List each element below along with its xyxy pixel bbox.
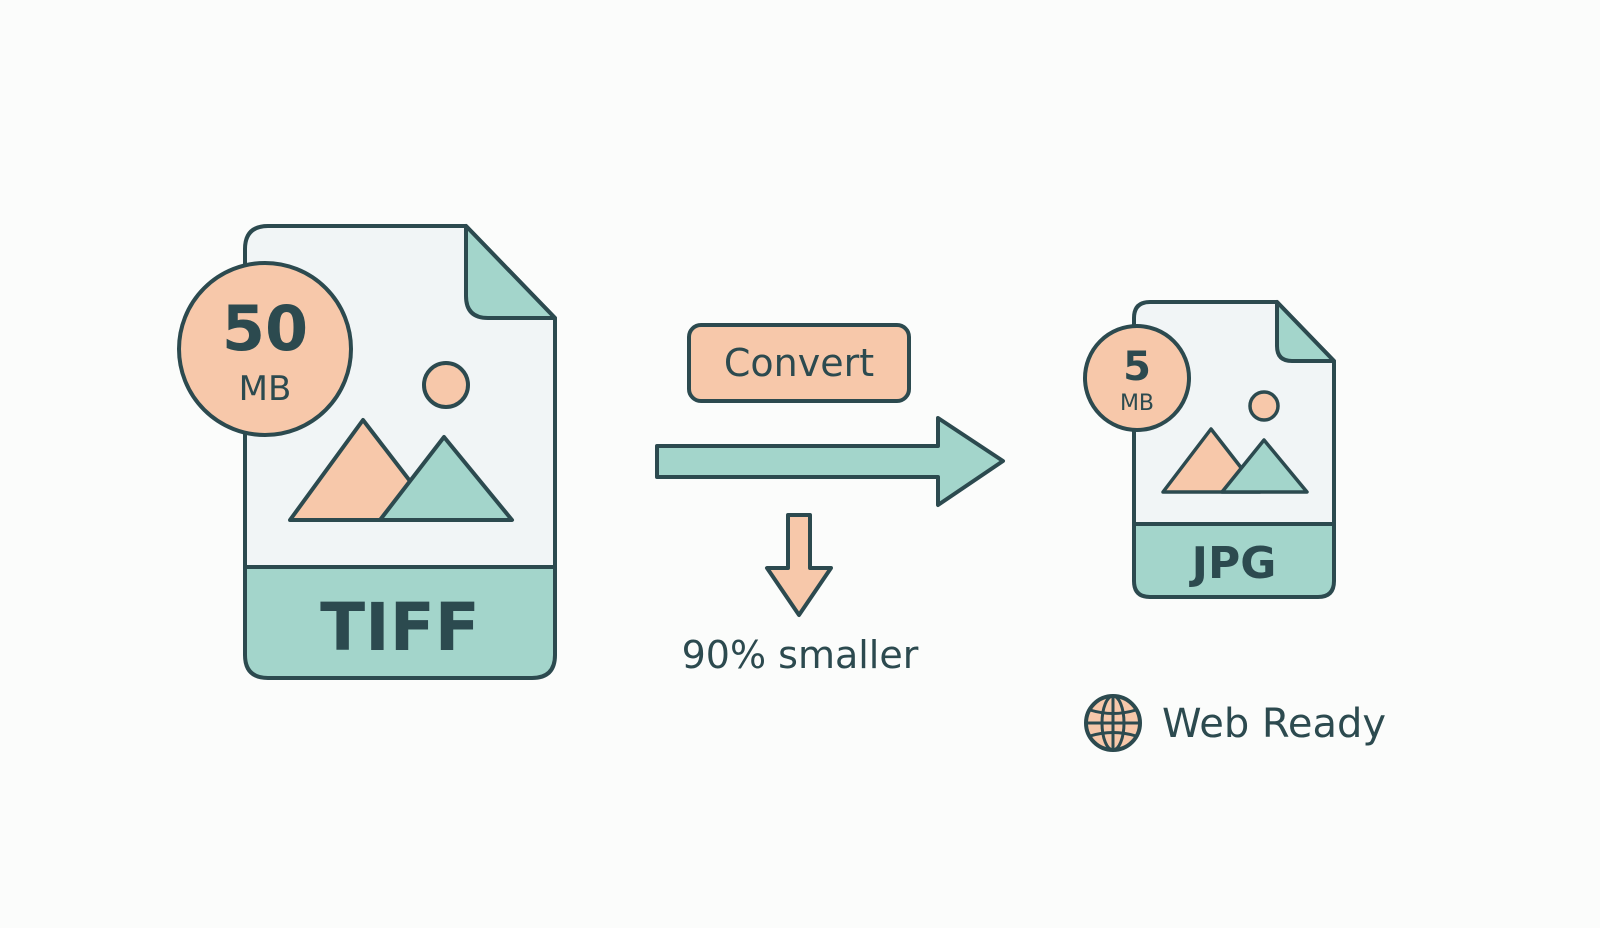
mountain-right-icon (378, 435, 514, 522)
source-format-label: TIFF (320, 589, 480, 666)
source-size-badge: 50 MB (177, 261, 353, 437)
source-file-footer (245, 567, 555, 678)
arrow-right-icon (655, 416, 1005, 507)
sun-icon (422, 361, 470, 409)
image-icon (288, 361, 514, 522)
source-file: TIFF 50 MB (177, 224, 557, 680)
sun-icon (1248, 390, 1280, 422)
output-size-unit: MB (1120, 391, 1154, 416)
source-file-fold (464, 224, 557, 320)
output-file-fold (1275, 300, 1336, 363)
web-ready-label: Web Ready (1162, 701, 1386, 747)
image-icon (1161, 390, 1309, 494)
reduction-label: 90% smaller (682, 633, 919, 677)
output-file-outline (1132, 300, 1336, 599)
source-size-unit: MB (239, 369, 292, 409)
source-size-circle (177, 261, 353, 437)
output-size-badge: 5 MB (1083, 324, 1191, 432)
output-format-label: JPG (1189, 538, 1277, 589)
source-size-value: 50 (222, 292, 308, 365)
convert-label: Convert (724, 341, 874, 385)
convert-label-box (687, 323, 911, 403)
output-size-value: 5 (1123, 344, 1151, 390)
output-file: JPG 5 MB (1083, 300, 1336, 599)
web-ready-badge: Web Ready (1084, 694, 1386, 752)
mountain-right-icon (1220, 438, 1309, 494)
globe-icon (1084, 694, 1142, 752)
conversion-step: Convert 90% smaller (655, 323, 1005, 677)
source-file-outline (243, 224, 557, 680)
output-size-circle (1083, 324, 1191, 432)
output-file-footer (1134, 524, 1334, 597)
arrow-down-icon (765, 513, 833, 617)
